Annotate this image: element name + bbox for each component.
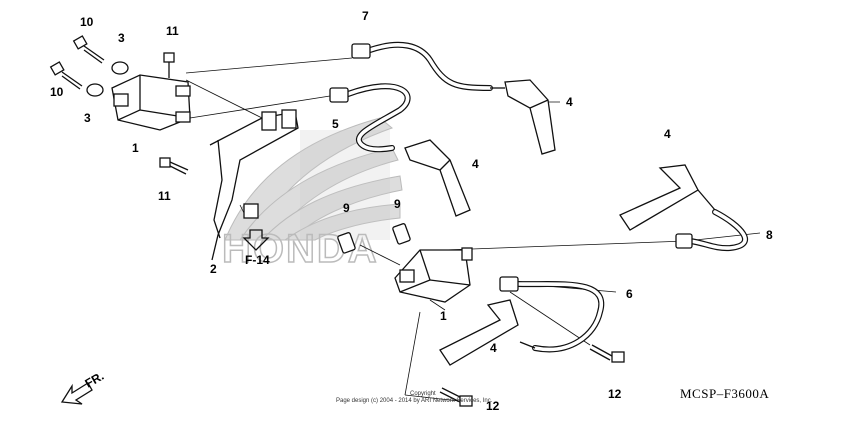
high-tension-cable-7 (351, 41, 505, 91)
callout-10-lower: 10 (50, 85, 64, 99)
callout-5: 5 (332, 117, 339, 131)
callout-9-a: 9 (343, 201, 350, 215)
copyright-line-1: Copyright (410, 391, 436, 397)
callout-9-b: 9 (394, 197, 401, 211)
callout-11-upper: 11 (166, 24, 179, 38)
callout-11-lower: 11 (158, 189, 171, 203)
callout-3-lower: 3 (84, 111, 91, 125)
callout-4-d: 4 (490, 341, 497, 355)
callout-1-lower: 1 (440, 309, 447, 323)
bolt-10-lower (49, 61, 83, 90)
grommet-3-lower (86, 83, 104, 97)
ignition-coil-1-lower (394, 247, 473, 303)
cap-9-a (337, 232, 356, 254)
spark-plug-cap-4-b (404, 139, 471, 217)
callout-4-b: 4 (472, 157, 479, 171)
cap-9-b (392, 223, 411, 245)
callout-10-upper: 10 (80, 15, 94, 29)
callout-3-upper: 3 (118, 31, 125, 45)
diagram-code: MCSP–F3600A (680, 386, 769, 401)
callout-4-c: 4 (664, 127, 671, 141)
callout-7: 7 (362, 9, 369, 23)
spark-plug-cap-4-d (439, 299, 519, 366)
bolt-12-bottom (439, 387, 473, 407)
callout-12-right: 12 (608, 387, 622, 401)
ignition-coil-1-upper (111, 74, 191, 131)
spark-plug-cap-4-c (619, 164, 716, 231)
high-tension-cable-6 (499, 276, 605, 353)
callout-8: 8 (766, 228, 773, 242)
spark-plug-cap-4-a (504, 79, 556, 155)
ref-label: F-14 (245, 253, 270, 267)
callout-2: 2 (210, 262, 217, 276)
high-tension-cable-8 (675, 209, 748, 252)
high-tension-cable-5 (329, 83, 411, 153)
ref-arrow-icon (242, 229, 270, 251)
bolt-10-upper (72, 35, 105, 64)
bolt-12-right (589, 344, 625, 363)
copyright-line-2: Page design (c) 2004 - 2014 by ARI Netwo… (336, 398, 493, 404)
honda-wing-watermark (224, 117, 403, 241)
callout-6: 6 (626, 287, 633, 301)
callout-1-upper: 1 (132, 141, 139, 155)
front-direction-arrow-icon (60, 382, 93, 405)
bracket-2 (209, 109, 299, 261)
bolt-11-lower (159, 157, 189, 175)
grommet-3-upper (111, 61, 129, 75)
callout-4-a: 4 (566, 95, 573, 109)
callout-12-bottom: 12 (486, 399, 500, 413)
bolt-11-upper (163, 52, 175, 78)
